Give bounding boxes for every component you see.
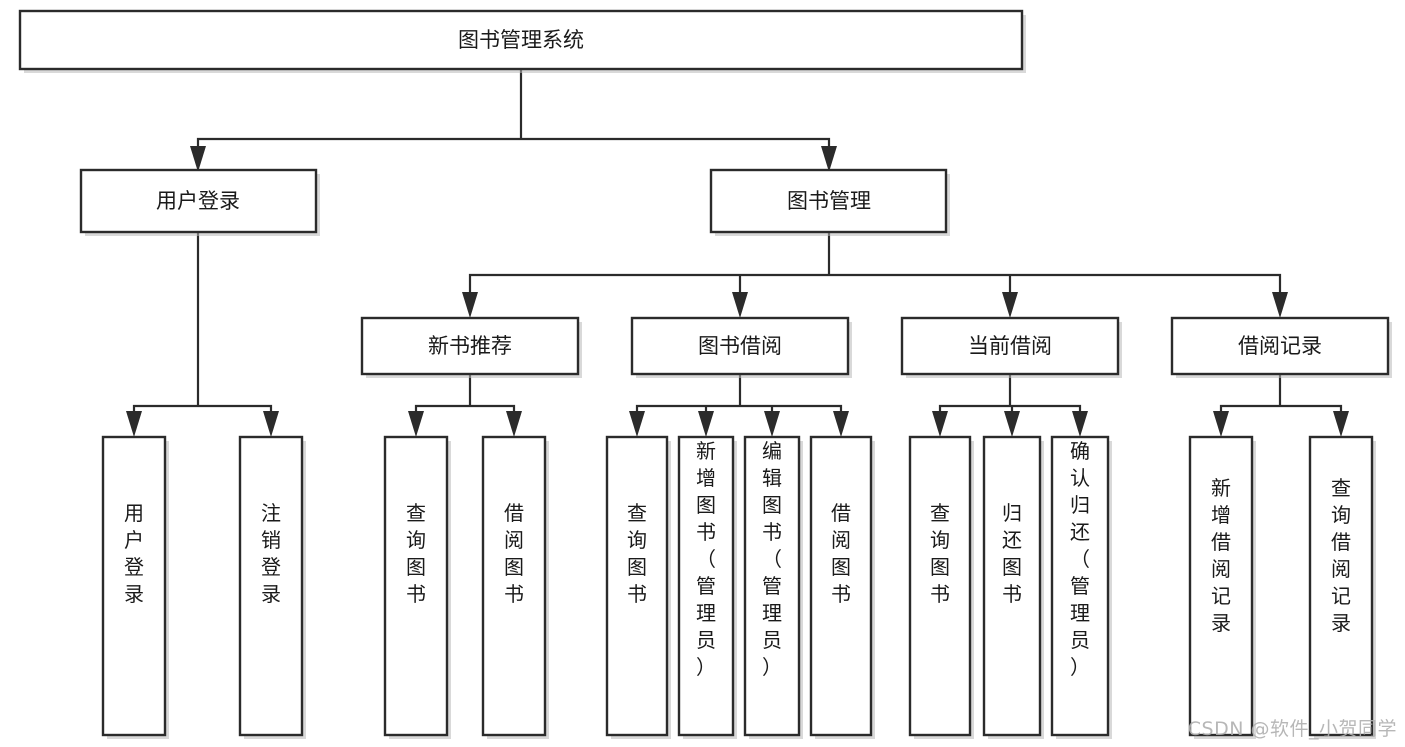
node-book-borrow-rect[interactable]: [630, 316, 850, 376]
node-leaf-edit-book-admin-rect[interactable]: [743, 435, 801, 737]
node-leaf-query-borrow-record[interactable]: 查询借阅记录: [1308, 435, 1376, 739]
node-leaf-return-book-rect[interactable]: [982, 435, 1042, 737]
csdn-watermark: CSDN @软件_小贺同学: [1187, 718, 1397, 740]
arrow-to-leaf-query-borrow-record: [1333, 411, 1349, 437]
connector-newbook-bus: [414, 372, 516, 422]
node-leaf-borrow-book[interactable]: 借阅图书: [809, 435, 875, 739]
node-leaf-user-login-rect[interactable]: [101, 435, 167, 737]
node-leaf-return-book[interactable]: 归还图书: [982, 435, 1044, 739]
node-book-management-label: 图书管理: [787, 189, 871, 213]
node-leaf-borrow-book-label: 借阅图书: [831, 501, 851, 606]
arrow-to-leaf-query-book-recommend: [408, 411, 424, 437]
node-book-borrow[interactable]: 图书借阅: [630, 316, 852, 378]
connector-bookborrow-bus: [635, 372, 843, 422]
node-leaf-add-borrow-record-label: 新增借阅记录: [1211, 476, 1231, 635]
node-root-rect[interactable]: [18, 9, 1024, 71]
node-book-management-rect[interactable]: [709, 168, 948, 234]
node-leaf-borrow-book-recommend-label: 借阅图书: [504, 501, 524, 606]
node-leaf-logout-rect[interactable]: [238, 435, 304, 737]
node-leaf-query-book-recommend-label: 查询图书: [406, 501, 426, 606]
node-user-login-label: 用户登录: [156, 189, 240, 213]
arrow-to-leaf-query-book-borrow: [629, 411, 645, 437]
node-leaf-edit-book-admin-label: 编辑图书（管理员）: [762, 439, 782, 679]
node-leaf-query-book-current-label: 查询图书: [930, 501, 950, 606]
node-leaf-user-login[interactable]: 用户登录: [101, 435, 169, 739]
node-borrow-records-label: 借阅记录: [1238, 334, 1322, 358]
arrow-to-book-management: [821, 146, 837, 172]
node-leaf-query-borrow-record-rect[interactable]: [1308, 435, 1374, 737]
node-leaf-confirm-return-admin-label: 确认归还（管理员）: [1070, 439, 1090, 679]
arrow-to-leaf-add-book-admin: [698, 411, 714, 437]
node-leaf-add-borrow-record[interactable]: 新增借阅记录: [1188, 435, 1256, 739]
node-leaf-query-book-current-rect[interactable]: [908, 435, 972, 737]
arrow-to-book-borrow: [732, 292, 748, 318]
node-leaf-add-borrow-record-rect[interactable]: [1188, 435, 1254, 737]
node-leaf-query-book-borrow-rect[interactable]: [605, 435, 669, 737]
node-leaf-query-book-borrow-label: 查询图书: [627, 501, 647, 606]
arrow-to-user-login: [190, 146, 206, 172]
node-book-management[interactable]: 图书管理: [709, 168, 950, 236]
node-leaf-user-login-label: 用户登录: [124, 501, 144, 606]
node-root[interactable]: 图书管理系统: [18, 9, 1026, 73]
node-new-book-recommend[interactable]: 新书推荐: [360, 316, 582, 378]
node-new-book-recommend-rect[interactable]: [360, 316, 580, 376]
node-current-borrow-rect[interactable]: [900, 316, 1120, 376]
connector-borrowrecords-bus: [1219, 372, 1343, 422]
arrow-to-leaf-return-book: [1004, 411, 1020, 437]
node-leaf-logout-label: 注销登录: [261, 501, 281, 606]
node-leaf-logout[interactable]: 注销登录: [238, 435, 306, 739]
arrow-to-leaf-add-borrow-record: [1213, 411, 1229, 437]
node-leaf-query-borrow-record-label: 查询借阅记录: [1331, 476, 1351, 635]
connector-bookmgmt-bus: [468, 230, 1282, 302]
node-user-login-rect[interactable]: [79, 168, 318, 234]
node-leaf-query-book-recommend[interactable]: 查询图书: [383, 435, 451, 739]
connector-layer: [126, 67, 1349, 437]
leaf-nodes-layer: 用户登录 注销登录 查询图书 借阅图书 查询图书: [101, 435, 1376, 739]
arrow-to-leaf-borrow-book-recommend: [506, 411, 522, 437]
node-current-borrow[interactable]: 当前借阅: [900, 316, 1122, 378]
node-book-borrow-label: 图书借阅: [698, 334, 782, 358]
arrow-to-leaf-confirm-return-admin: [1072, 411, 1088, 437]
node-leaf-query-book-borrow[interactable]: 查询图书: [605, 435, 671, 739]
connector-userlogin-bus: [132, 230, 273, 422]
arrow-to-leaf-edit-book-admin: [764, 411, 780, 437]
node-current-borrow-label: 当前借阅: [968, 334, 1052, 358]
node-new-book-recommend-label: 新书推荐: [428, 334, 512, 358]
node-leaf-confirm-return-admin[interactable]: 确认归还（管理员）: [1050, 435, 1112, 739]
arrow-to-leaf-logout: [263, 411, 279, 437]
node-leaf-confirm-return-admin-rect[interactable]: [1050, 435, 1110, 737]
node-leaf-return-book-label: 归还图书: [1002, 501, 1022, 606]
node-leaf-add-book-admin[interactable]: 新增图书（管理员）: [677, 435, 737, 739]
node-root-label: 图书管理系统: [458, 28, 584, 52]
node-leaf-query-book-recommend-rect[interactable]: [383, 435, 449, 737]
arrow-to-leaf-query-book-current: [932, 411, 948, 437]
node-leaf-borrow-book-rect[interactable]: [809, 435, 873, 737]
arrow-to-current-borrow: [1002, 292, 1018, 318]
node-leaf-borrow-book-recommend[interactable]: 借阅图书: [481, 435, 549, 739]
connector-root-bus: [196, 67, 831, 162]
node-borrow-records-rect[interactable]: [1170, 316, 1390, 376]
node-borrow-records[interactable]: 借阅记录: [1170, 316, 1392, 378]
node-leaf-borrow-book-recommend-rect[interactable]: [481, 435, 547, 737]
node-leaf-add-book-admin-label: 新增图书（管理员）: [696, 439, 716, 679]
arrow-to-borrow-records: [1272, 292, 1288, 318]
arrow-to-leaf-user-login: [126, 411, 142, 437]
arrow-to-new-book-recommend: [462, 292, 478, 318]
arrow-to-leaf-borrow-book: [833, 411, 849, 437]
node-leaf-query-book-current[interactable]: 查询图书: [908, 435, 974, 739]
node-leaf-edit-book-admin[interactable]: 编辑图书（管理员）: [743, 435, 803, 739]
node-leaf-add-book-admin-rect[interactable]: [677, 435, 735, 737]
node-user-login[interactable]: 用户登录: [79, 168, 320, 236]
